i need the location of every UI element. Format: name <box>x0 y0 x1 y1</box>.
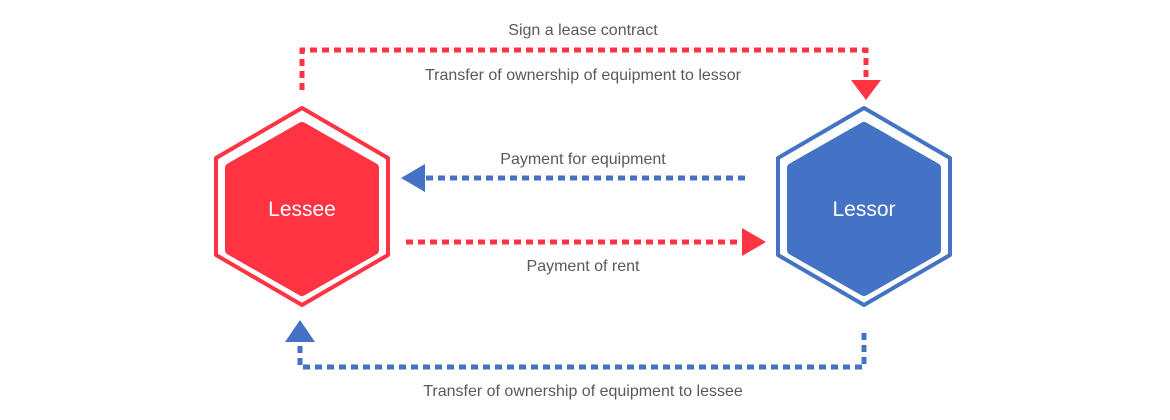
payment-of-rent-label: Payment of rent <box>527 258 641 275</box>
lessee-node: Lessee <box>214 106 390 307</box>
lessee-hexagon-fill <box>225 122 379 296</box>
payment-for-equipment-label: Payment for equipment <box>500 151 666 168</box>
up-arrow-icon <box>285 320 315 342</box>
payment-rent-connector <box>406 228 766 256</box>
left-arrow-icon <box>401 164 425 192</box>
contract-connector <box>299 47 881 100</box>
lessor-hexagon-fill <box>787 122 941 296</box>
contract-dashed-line <box>299 47 869 90</box>
lessee-label: Lessee <box>268 198 336 221</box>
transfer-lessee-dashed-line <box>297 333 867 370</box>
transfer-to-lessee-label: Transfer of ownership of equipment to le… <box>423 383 743 400</box>
sign-contract-label: Sign a lease contract <box>508 22 658 39</box>
lessor-label: Lessor <box>832 198 895 221</box>
lessor-node: Lessor <box>776 106 952 307</box>
down-arrow-icon <box>851 80 881 100</box>
payment-equipment-connector <box>401 164 745 192</box>
transfer-lessee-connector <box>285 320 867 370</box>
transfer-to-lessor-label: Transfer of ownership of equipment to le… <box>425 67 742 84</box>
right-arrow-icon <box>742 228 766 256</box>
